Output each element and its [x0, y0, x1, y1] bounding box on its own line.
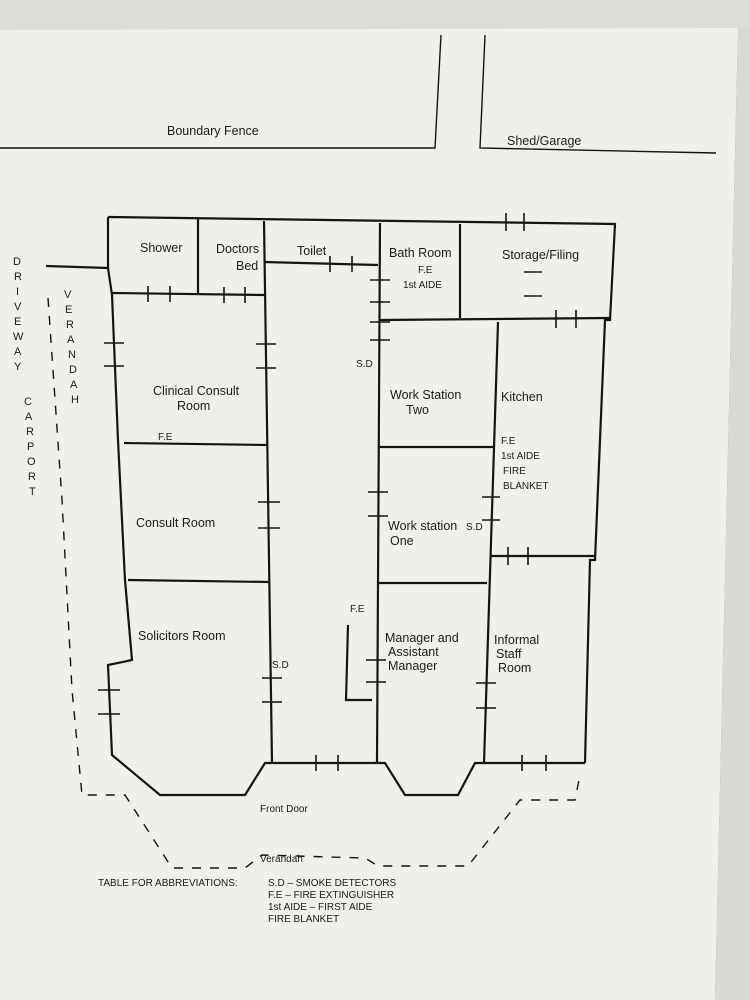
paper-sheet: [0, 28, 738, 1000]
outer-wall-front: [106, 267, 585, 797]
clinical-fe-label: F.E: [158, 432, 173, 443]
wall-bath-bottom: [379, 316, 611, 322]
clinical-consult-label-1: Clinical Consult: [153, 384, 240, 398]
manager-label-1: Manager and: [385, 631, 459, 645]
driveway-letter: E: [14, 316, 21, 328]
legend-line: F.E – FIRE EXTINGUISHER: [268, 890, 394, 901]
carport-letter: C: [24, 396, 32, 408]
carport-letter: P: [27, 441, 34, 453]
carport-letter: T: [29, 486, 36, 498]
storage-filing-label: Storage/Filing: [502, 248, 579, 262]
kitchen-fire-label: FIRE: [503, 466, 526, 477]
manager-label-3: Manager: [388, 659, 437, 673]
driveway-letter: W: [13, 331, 24, 343]
kitchen-fe-label: F.E: [501, 436, 516, 447]
bath-fe-label: F.E: [418, 265, 433, 276]
verandah-side-label: V E R A N D A H: [64, 289, 79, 406]
verandah-label: Verandah: [260, 854, 303, 865]
kitchen-label: Kitchen: [501, 390, 543, 404]
boundary-fence-label: Boundary Fence: [167, 124, 259, 138]
driveway-label: D R I V E W A Y: [13, 256, 24, 373]
clinical-consult-label-2: Room: [177, 399, 210, 413]
boundary-fence-line: [0, 34, 442, 149]
shed-garage-outline: [479, 34, 717, 154]
driveway-letter: A: [14, 346, 22, 358]
driveway-letter: I: [16, 286, 19, 298]
doctors-bed-label-2: Bed: [236, 259, 258, 273]
work-station-one-label-1: Work station: [388, 519, 457, 533]
toilet-label: Toilet: [297, 244, 327, 258]
shower-label: Shower: [140, 241, 182, 255]
staff-room-label-3: Room: [498, 661, 531, 675]
abbreviations-legend: TABLE FOR ABBREVIATIONS: S.D – SMOKE DET…: [98, 878, 397, 925]
solicitors-room-label: Solicitors Room: [138, 629, 226, 643]
consult-room-label: Consult Room: [136, 516, 215, 530]
verandah-letter: A: [67, 334, 75, 346]
verandah-letter: H: [71, 394, 79, 406]
paper-shadow: [715, 28, 750, 1000]
wall-clinical-consult: [123, 441, 268, 447]
work-station-one-label-2: One: [390, 534, 414, 548]
verandah-letter: R: [66, 319, 74, 331]
driveway-letter: Y: [14, 361, 22, 373]
wall-hall-right: [375, 222, 382, 764]
doctors-bed-label-1: Doctors: [216, 242, 259, 256]
shed-garage-label: Shed/Garage: [507, 134, 581, 148]
staff-room-label-1: Informal: [494, 633, 539, 647]
work-station-two-label-1: Work Station: [390, 388, 461, 402]
hall-fe-bracket: [344, 624, 372, 702]
legend-line: S.D – SMOKE DETECTORS: [268, 878, 397, 889]
verandah-letter: V: [64, 289, 72, 301]
legend-line: 1st AIDE – FIRST AIDE: [268, 902, 373, 913]
staff-room-label-2: Staff: [496, 647, 522, 661]
driveway-letter: R: [14, 271, 22, 283]
hall-sd-label: S.D: [356, 359, 373, 370]
bath-room-label: Bath Room: [389, 246, 452, 260]
front-door-label: Front Door: [260, 804, 308, 815]
wall-toilet-bottom: [263, 260, 379, 267]
work-station-two-label-2: Two: [406, 403, 429, 417]
carport-letter: R: [28, 471, 36, 483]
carport-letter: A: [25, 411, 33, 423]
carport-label: C A R P O R T: [24, 396, 36, 498]
wall-ws-kitchen: [482, 321, 500, 764]
verandah-letter: A: [70, 379, 78, 391]
door-markers: [98, 213, 577, 771]
wall-hall-left: [262, 220, 274, 764]
wall-consult-solicitors: [127, 578, 271, 584]
driveway-letter: D: [13, 256, 21, 268]
legend-line: FIRE BLANKET: [268, 914, 339, 925]
wall-shower-row: [111, 291, 266, 297]
outer-wall-top-right: [107, 215, 617, 764]
verandah-letter: D: [69, 364, 77, 376]
kitchen-blanket-label: BLANKET: [503, 481, 549, 492]
kitchen-aide-label: 1st AIDE: [501, 451, 540, 462]
hall-fe-label: F.E: [350, 604, 365, 615]
carport-letter: R: [26, 426, 34, 438]
ws-one-sd-label: S.D: [466, 522, 483, 533]
manager-label-2: Assistant: [388, 645, 439, 659]
solicitors-sd-label: S.D: [272, 660, 289, 671]
driveway-letter: V: [14, 301, 22, 313]
bath-aide-label: 1st AIDE: [403, 280, 442, 291]
carport-letter: O: [27, 456, 36, 468]
verandah-letter: E: [65, 304, 72, 316]
verandah-letter: N: [68, 349, 76, 361]
legend-title: TABLE FOR ABBREVIATIONS:: [98, 878, 238, 889]
